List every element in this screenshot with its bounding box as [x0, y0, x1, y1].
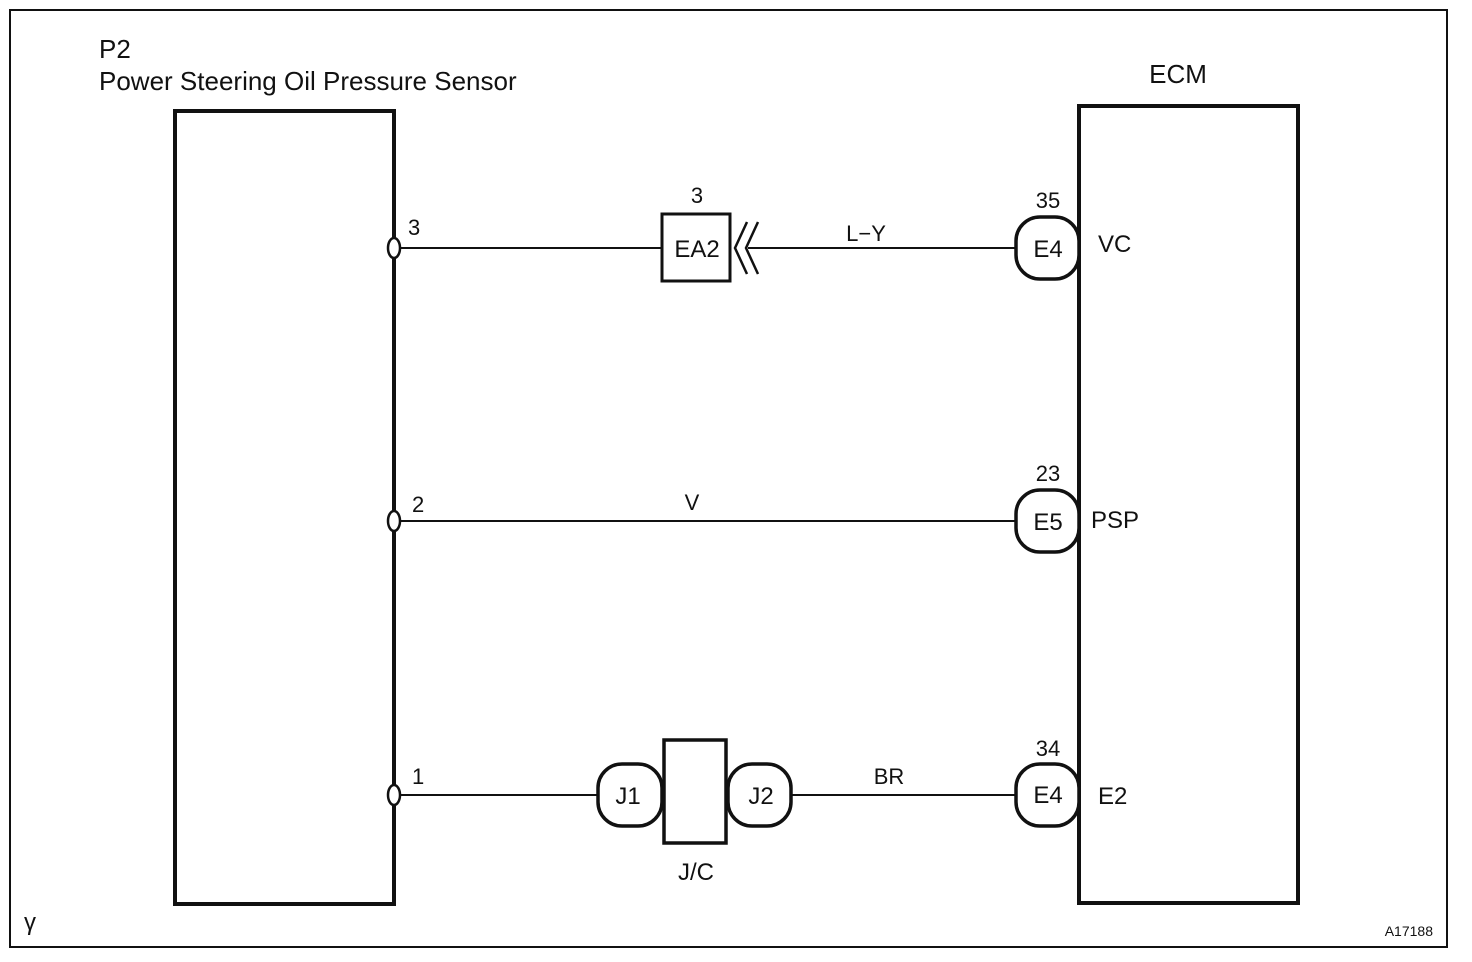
- sensor-pin2-terminal: [386, 509, 402, 533]
- sensor-pin1-label: 1: [412, 764, 424, 789]
- connector-ea2-box: [660, 212, 732, 283]
- junction-label: J/C: [678, 859, 714, 886]
- connector-ea2-code: EA2: [674, 236, 719, 263]
- ecm-e2-connector-code: E4: [1033, 782, 1062, 809]
- ecm-body: [1077, 104, 1300, 905]
- ecm-psp-connector-code: E5: [1033, 509, 1062, 536]
- ecm-psp-signal: PSP: [1091, 507, 1139, 534]
- ecm-vc-connector: [1014, 215, 1081, 281]
- ecm-e2-pin: 34: [1036, 736, 1060, 761]
- figure-id: A17188: [1385, 923, 1433, 939]
- sensor-name: Power Steering Oil Pressure Sensor: [99, 66, 517, 96]
- ecm-vc-signal: VC: [1098, 231, 1131, 258]
- junction-j1-code: J1: [615, 783, 640, 810]
- sensor-pin3-label: 3: [408, 215, 420, 240]
- wire-e2-color: BR: [874, 764, 905, 789]
- wire-vc-color: L−Y: [846, 221, 886, 246]
- diagram-frame: [9, 9, 1448, 948]
- sensor-pin2-label: 2: [412, 492, 424, 517]
- connector-ea2-mating-mark: [733, 221, 760, 275]
- ecm-vc-connector-code: E4: [1033, 236, 1062, 263]
- ecm-title: ECM: [1149, 59, 1207, 89]
- ecm-psp-pin: 23: [1036, 461, 1060, 486]
- sensor-body: [173, 109, 396, 906]
- ecm-vc-pin: 35: [1036, 188, 1060, 213]
- junction-j1-connector: [596, 762, 664, 828]
- sensor-pin3-terminal: [386, 236, 402, 260]
- junction-j2-code: J2: [748, 783, 773, 810]
- ecm-e2-signal: E2: [1098, 783, 1127, 810]
- sensor-code: P2: [99, 34, 131, 64]
- connector-ea2-pin: 3: [691, 183, 703, 208]
- junction-block: [662, 738, 728, 845]
- ecm-e2-connector: [1014, 762, 1081, 828]
- corner-mark: γ: [24, 909, 36, 936]
- wire-psp-color: V: [685, 490, 700, 515]
- sensor-pin1-terminal: [386, 783, 402, 807]
- ecm-psp-connector: [1014, 488, 1081, 554]
